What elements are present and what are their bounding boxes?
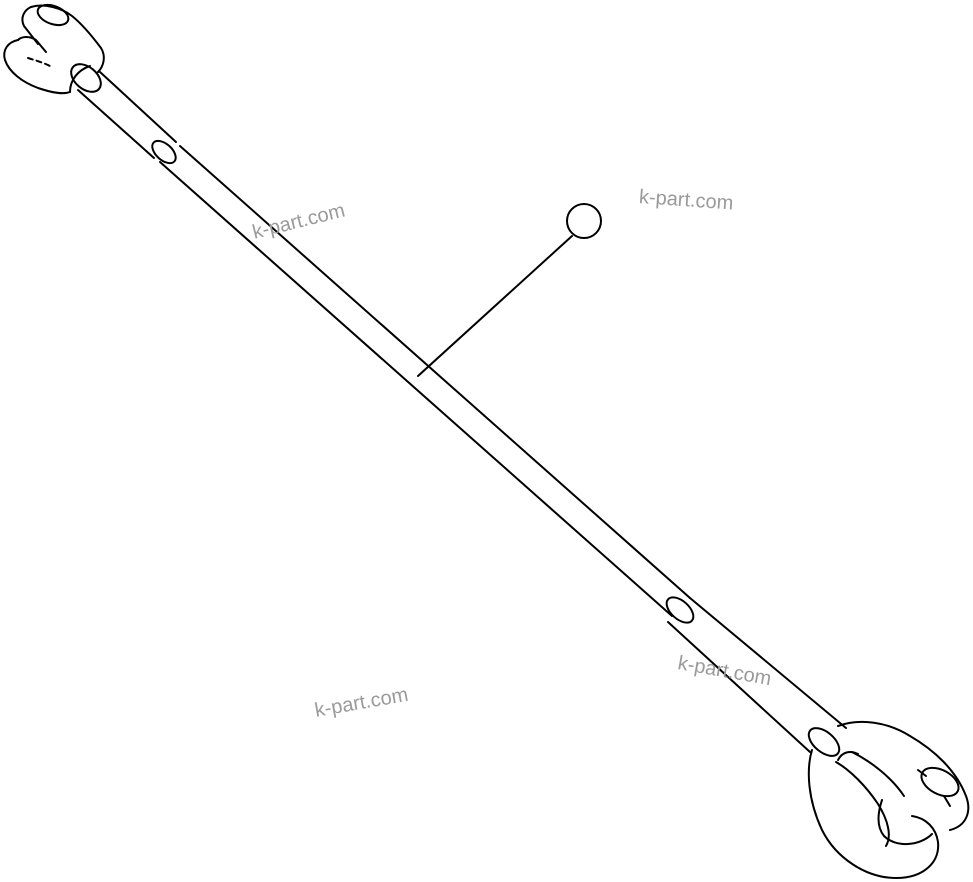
upper-clevis bbox=[3, 3, 105, 95]
rod bbox=[159, 145, 691, 617]
upper-sleeve bbox=[77, 71, 177, 165]
lower-sleeve bbox=[665, 596, 847, 753]
lower-clevis bbox=[807, 720, 970, 879]
callout bbox=[417, 203, 602, 377]
callout-label bbox=[566, 204, 602, 240]
